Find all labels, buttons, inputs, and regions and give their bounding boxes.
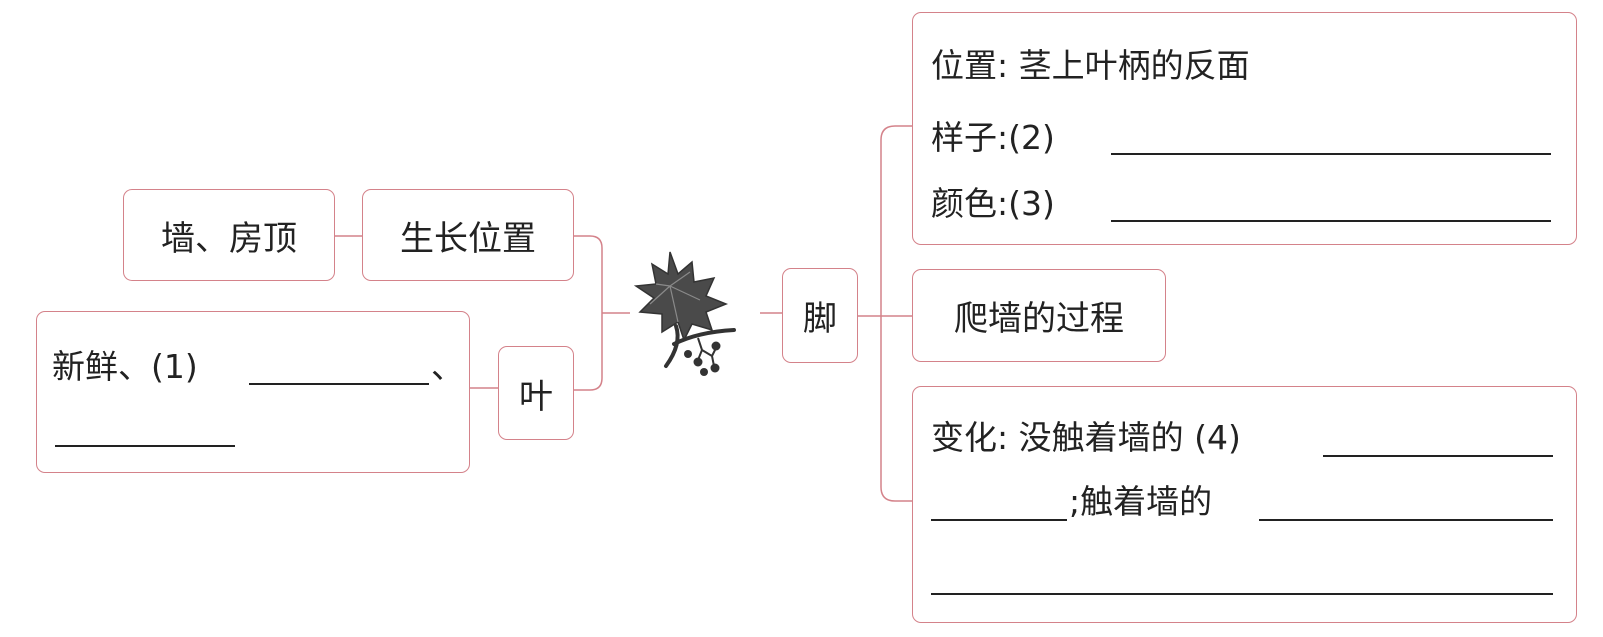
answer-blank-4d[interactable] (931, 593, 1553, 595)
answer-blank-2[interactable] (1111, 153, 1551, 155)
foot-color-text: 颜色:(3) (931, 187, 1055, 220)
node-climb-process-label: 爬墙的过程 (954, 291, 1124, 340)
answer-blank-4b[interactable] (931, 519, 1067, 521)
node-growth-location: 生长位置 (362, 189, 574, 281)
answer-blank-1b[interactable] (55, 445, 235, 447)
answer-blank-4c[interactable] (1259, 519, 1553, 521)
foot-position-text: 位置: 茎上叶柄的反面 (931, 49, 1250, 82)
node-climb-process: 爬墙的过程 (912, 269, 1166, 362)
foot-shape-text: 样子:(2) (931, 121, 1055, 154)
answer-blank-1a[interactable] (249, 383, 429, 385)
leaf-desc-suffix: 、 (431, 350, 464, 383)
node-wall-roof: 墙、房顶 (123, 189, 335, 281)
change-line2-text: ;触着墙的 (1069, 485, 1212, 518)
connector-left-bracket (574, 236, 602, 390)
foot-details-box: 位置: 茎上叶柄的反面 样子:(2) 颜色:(3) (912, 12, 1577, 245)
node-foot-label: 脚 (803, 291, 837, 340)
node-wall-roof-label: 墙、房顶 (161, 211, 297, 260)
leaf-description-box: 新鲜、(1) 、 (36, 311, 470, 473)
change-line1-text: 变化: 没触着墙的 (4) (931, 421, 1241, 454)
answer-blank-3[interactable] (1111, 220, 1551, 222)
node-growth-location-label: 生长位置 (400, 211, 536, 260)
leaf-desc-prefix: 新鲜、(1) (52, 350, 198, 383)
answer-blank-4a[interactable] (1323, 455, 1553, 457)
ivy-leaf-icon (626, 246, 754, 382)
connector-right-bracket (881, 126, 912, 501)
node-leaf: 叶 (498, 346, 574, 440)
node-foot: 脚 (782, 268, 858, 363)
change-details-box: 变化: 没触着墙的 (4) ;触着墙的 (912, 386, 1577, 623)
node-leaf-label: 叶 (519, 369, 553, 418)
